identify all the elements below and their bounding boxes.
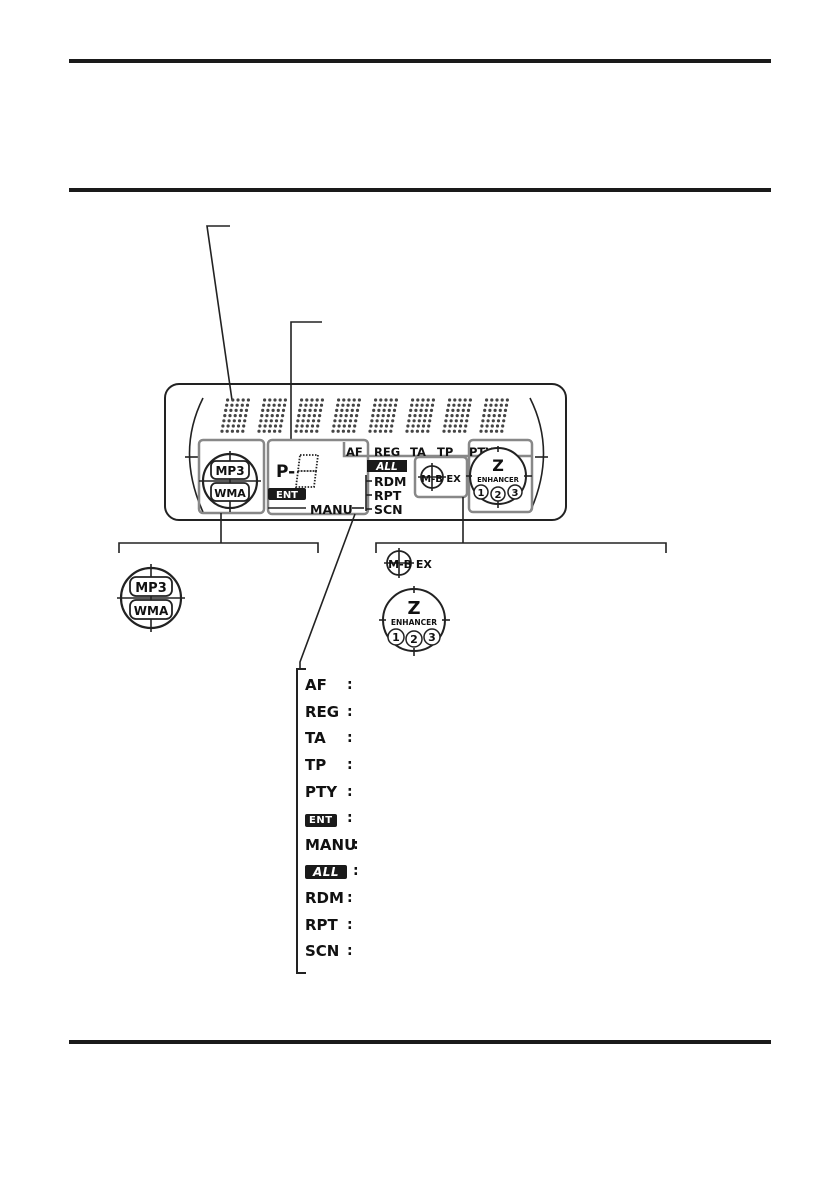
matrix-character-8 <box>479 398 509 433</box>
matrix-character-2 <box>257 398 287 433</box>
character-matrix <box>220 398 509 433</box>
mbex-callout-icon: M-B EX <box>384 548 432 578</box>
preset-group-outline <box>266 438 370 516</box>
bottom-rule <box>69 1040 771 1044</box>
legend-key: SCN <box>305 942 340 961</box>
matrix-character-7 <box>442 398 472 433</box>
enhancer-label: ENHANCER <box>477 476 520 484</box>
rds-group-outline <box>342 442 532 458</box>
legend-colon: : <box>353 836 359 853</box>
matrix-character-6 <box>405 398 435 433</box>
ent-badge-text: ENT <box>276 490 298 501</box>
legend-key: TA <box>305 729 326 748</box>
manu-indicator: MANU <box>310 502 353 517</box>
legend-row-scn: SCN: <box>305 938 359 965</box>
legend-colon: : <box>347 703 353 720</box>
callout-enhancer-label: ENHANCER <box>391 618 437 627</box>
legend-row-tp: TP: <box>305 752 359 779</box>
legend-row-af: AF: <box>305 672 359 699</box>
top-rule <box>69 59 771 63</box>
indicator-ta: TA <box>410 445 426 459</box>
legend-row-ta: TA: <box>305 725 359 752</box>
format-mp3-label: MP3 <box>215 464 244 478</box>
indicator-tp: TP <box>437 445 453 459</box>
callout-enhancer-level-1: 1 <box>392 631 400 644</box>
all-badge <box>367 460 407 472</box>
legend-all-chip: ALL <box>305 865 348 880</box>
lcd-frame <box>164 383 567 521</box>
legend-row-rpt: RPT: <box>305 911 359 938</box>
legend-key: AF <box>305 676 327 695</box>
mbex-indicator-label: M-B EX <box>421 474 461 485</box>
format-group-outline <box>197 438 266 515</box>
preset-digit <box>294 454 320 488</box>
callout-wma-label: WMA <box>134 604 169 618</box>
enhancer-level-2: 2 <box>495 490 502 501</box>
leader-preset-display <box>290 321 322 440</box>
legend-colon: : <box>347 943 353 960</box>
enhancer-indicator: Z ENHANCER 1 2 3 <box>466 446 532 508</box>
preset-prefix: P- <box>276 462 295 482</box>
ent-badge <box>268 488 306 500</box>
legend-key: RDM <box>305 889 344 908</box>
section-rule <box>69 188 771 192</box>
legend-leader <box>299 513 356 668</box>
matrix-character-5 <box>368 398 398 433</box>
legend-key: ALL <box>305 862 353 880</box>
mode-scn: SCN <box>374 502 403 517</box>
indicator-legend: AF: REG: TA: TP: PTY: ENT: MANU: ALL: RD… <box>305 672 359 965</box>
legend-colon: : <box>347 810 353 827</box>
legend-key: TP <box>305 756 327 775</box>
legend-row-rdm: RDM: <box>305 885 359 912</box>
legend-row-ent: ENT: <box>305 805 359 832</box>
legend-row-pty: PTY: <box>305 778 359 805</box>
matrix-character-4 <box>331 398 361 433</box>
legend-key: PTY <box>305 782 338 801</box>
callout-mbex-label: M-B EX <box>388 558 432 571</box>
legend-colon: : <box>353 863 359 880</box>
legend-row-all: ALL: <box>305 858 359 885</box>
mode-rpt: RPT <box>374 488 402 503</box>
format-wma-label: WMA <box>214 487 246 500</box>
legend-colon: : <box>347 677 353 694</box>
mode-rdm: RDM <box>374 474 406 489</box>
callout-mp3-label: MP3 <box>135 581 167 596</box>
mbex-indicator: M-B EX <box>418 463 461 491</box>
callout-enhancer-level-2: 2 <box>410 633 418 646</box>
callout-enhancer-z: Z <box>407 598 420 619</box>
legend-colon: : <box>347 730 353 747</box>
legend-row-manu: MANU: <box>305 832 359 859</box>
right-arc <box>529 397 545 513</box>
enhancer-z: Z <box>492 456 504 475</box>
callout-enhancer-level-3: 3 <box>428 631 436 644</box>
format-callout-bracket <box>118 513 319 553</box>
legend-colon: : <box>347 757 353 774</box>
legend-key: ENT <box>305 809 347 828</box>
enhancer-level-1: 1 <box>478 488 485 499</box>
matrix-character-1 <box>220 398 250 433</box>
legend-colon: : <box>347 916 353 933</box>
legend-colon: : <box>347 890 353 907</box>
format-badge: MP3 WMA <box>199 451 261 512</box>
enhancer-level-3: 3 <box>512 488 519 499</box>
format-callout-icon: MP3 WMA <box>117 564 185 632</box>
indicator-reg: REG <box>374 445 400 459</box>
legend-bracket <box>296 668 306 974</box>
legend-key: RPT <box>305 915 338 934</box>
enhancer-callout-icon: Z ENHANCER 1 2 3 <box>379 586 450 656</box>
indicator-af: AF <box>346 445 363 459</box>
matrix-character-3 <box>294 398 324 433</box>
all-badge-text: ALL <box>375 461 398 473</box>
legend-row-reg: REG: <box>305 699 359 726</box>
leader-character-display <box>206 225 233 401</box>
left-arc <box>188 397 204 513</box>
mode-callout-bracket <box>375 497 667 553</box>
legend-ent-chip: ENT <box>305 814 337 828</box>
legend-key: REG <box>305 702 340 721</box>
legend-key: MANU <box>305 835 357 854</box>
legend-colon: : <box>347 783 353 800</box>
